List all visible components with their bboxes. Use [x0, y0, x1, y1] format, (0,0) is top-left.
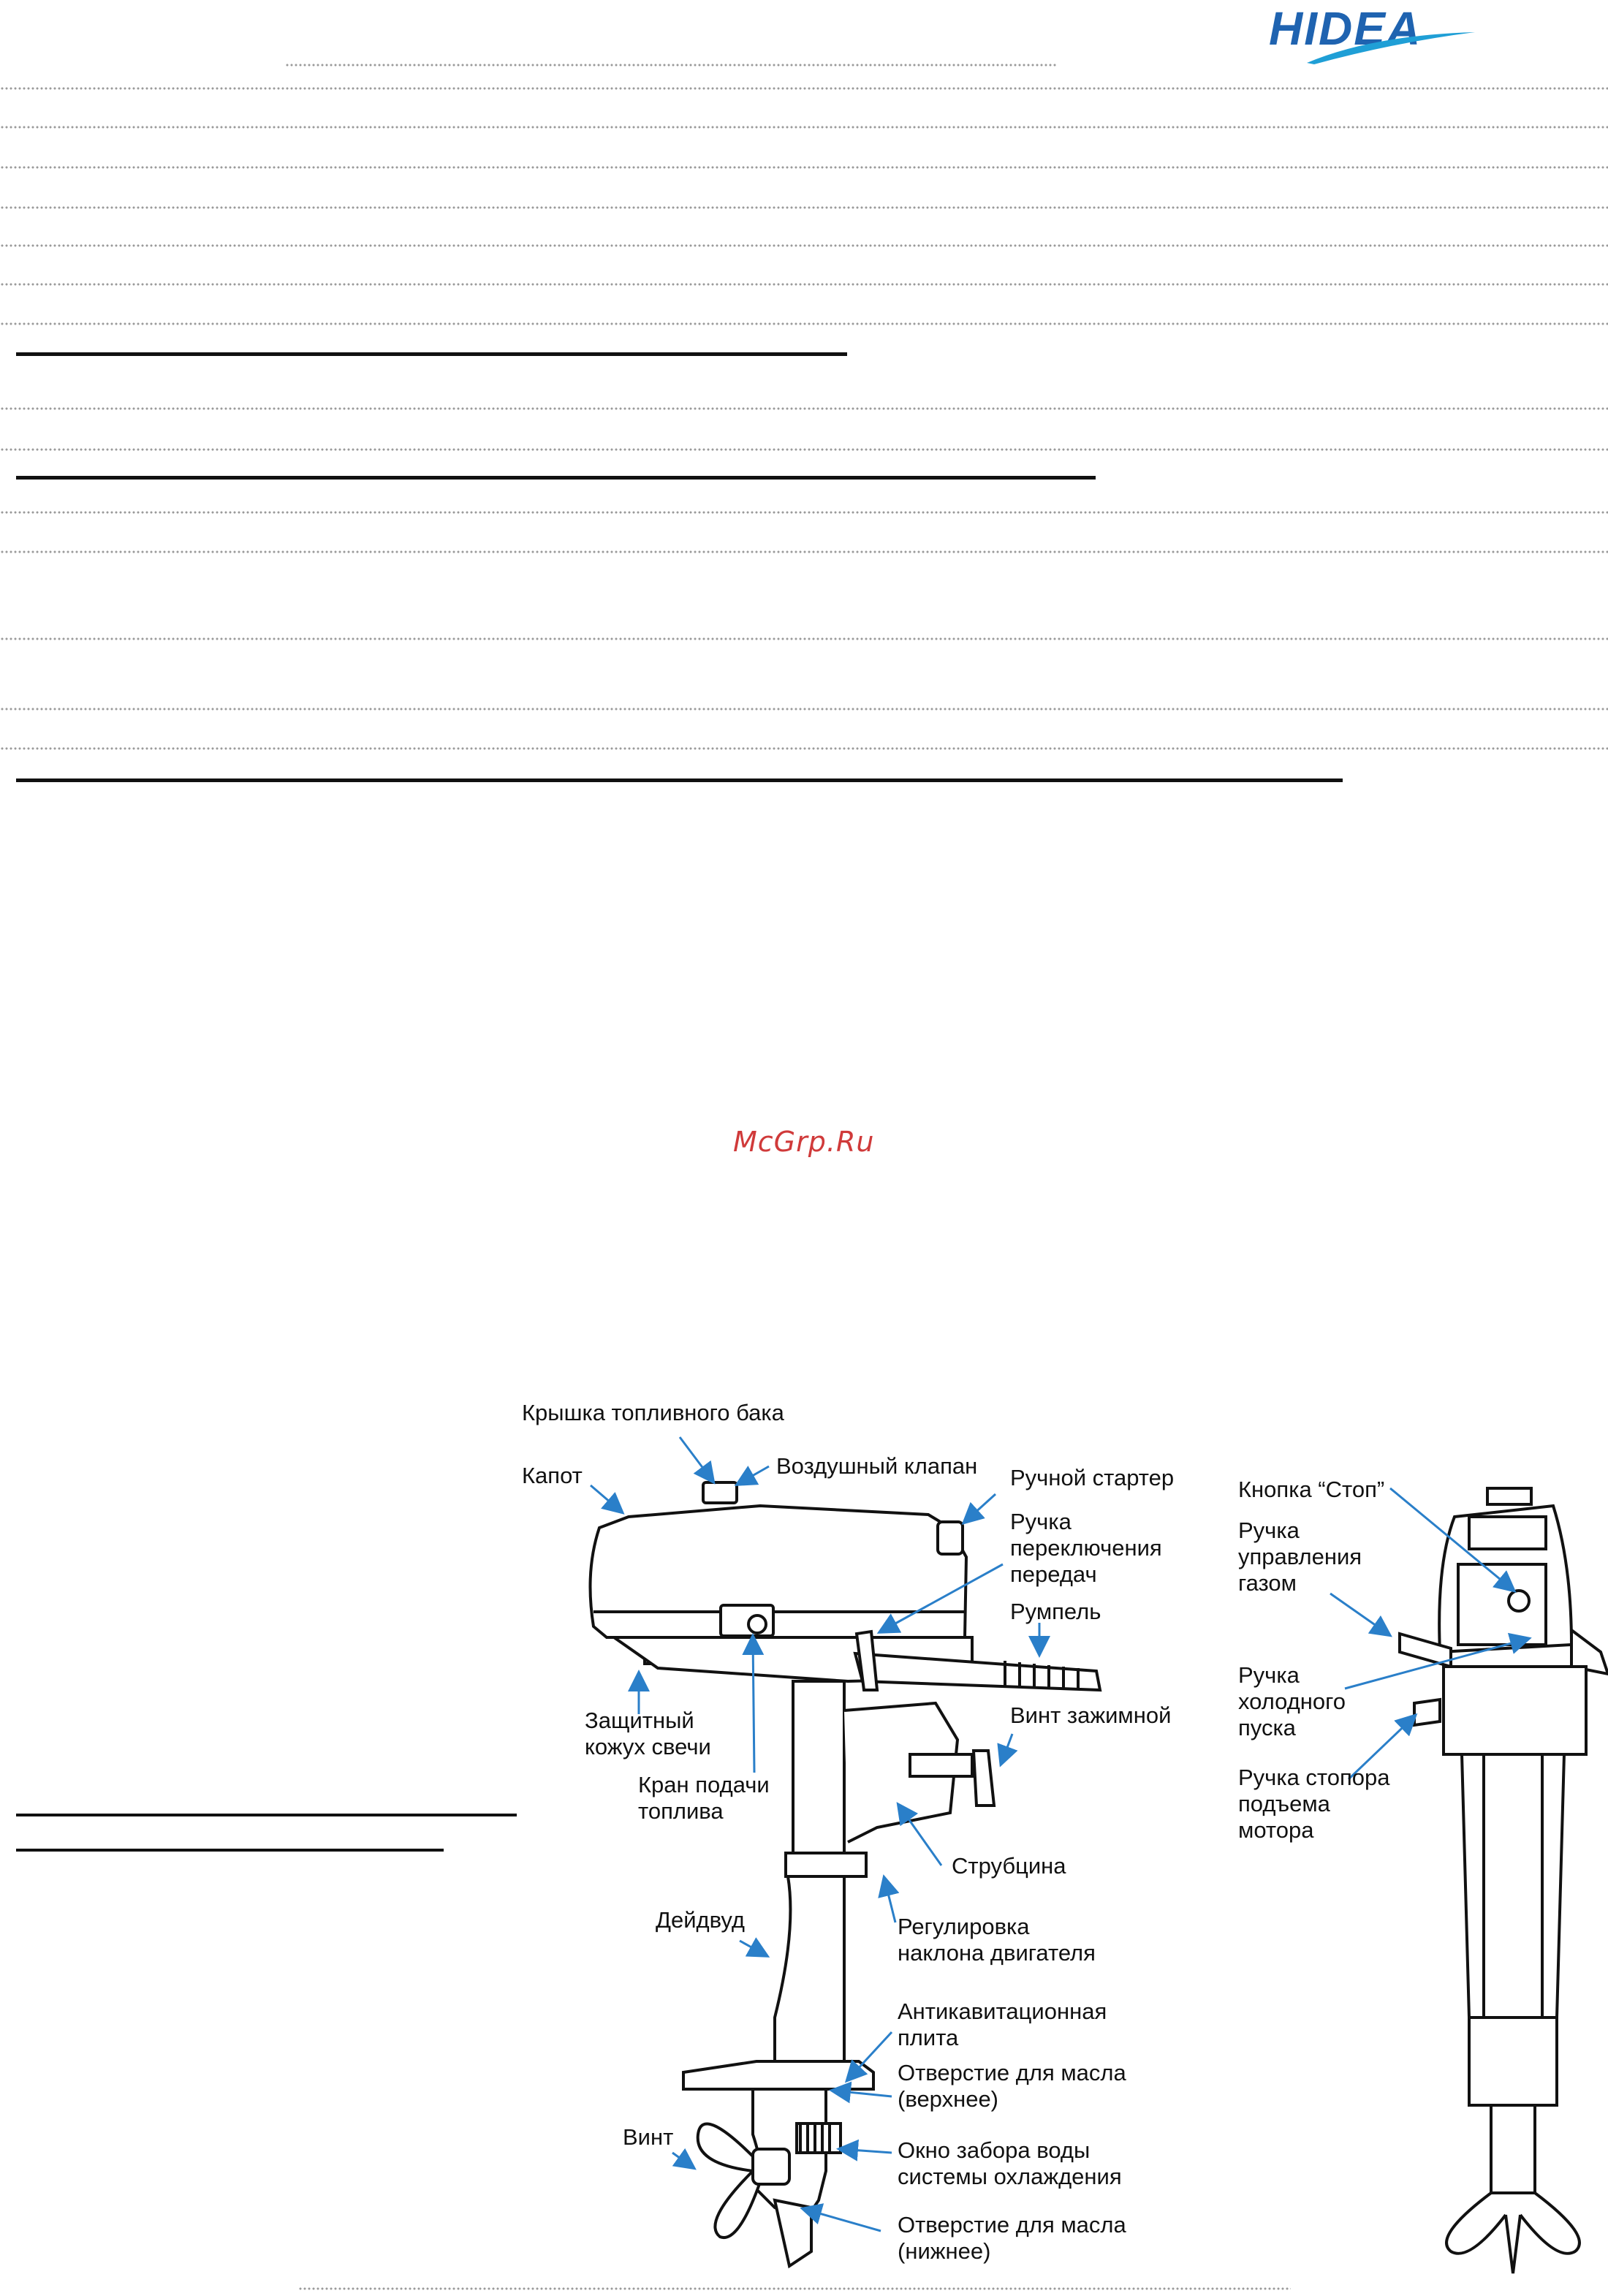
label-fuel-valve-2: топлива: [638, 1798, 724, 1824]
text-line: [0, 322, 1608, 326]
header-rule: [285, 63, 1056, 67]
text-line: [0, 165, 1608, 170]
text-line: [0, 86, 1608, 91]
label-tilt-lock-1: Ручка стопора: [1238, 1765, 1390, 1790]
label-throttle-2: управления: [1238, 1544, 1362, 1569]
label-water-intake-1: Окно забора воды: [898, 2137, 1091, 2163]
label-choke-3: пуска: [1238, 1715, 1296, 1740]
text-line: [0, 125, 1608, 129]
brand-logo: HIDEA: [1263, 2, 1482, 64]
label-tilt-adjust-2: наклона двигателя: [898, 1940, 1096, 1966]
underline: [16, 352, 847, 356]
label-stop-button: Кнопка “Стоп”: [1238, 1477, 1385, 1502]
underline: [16, 476, 1096, 480]
text-line: [0, 406, 1608, 411]
motor-front-view: [1398, 1487, 1608, 2274]
text-line: [0, 637, 1608, 641]
label-water-intake-2: системы охлаждения: [898, 2164, 1122, 2189]
text-line: [0, 707, 1608, 711]
text-line: [0, 205, 1608, 210]
label-oil-hole-top-2: (верхнее): [898, 2086, 999, 2112]
label-throttle-3: газом: [1238, 1570, 1297, 1596]
label-anti-cav-2: плита: [898, 2025, 959, 2050]
label-gear-lever-1: Ручка: [1010, 1509, 1072, 1534]
label-manual-starter: Ручной стартер: [1010, 1465, 1175, 1490]
underline: [16, 1849, 444, 1852]
label-choke-2: холодного: [1238, 1689, 1346, 1714]
label-air-valve: Воздушный клапан: [776, 1453, 978, 1479]
label-tilt-lock-3: мотора: [1238, 1817, 1314, 1843]
text-line: [0, 243, 1608, 248]
text-line: [0, 447, 1608, 452]
text-line: [0, 550, 1608, 554]
watermark: McGrp.Ru: [733, 1126, 875, 1158]
callout-arrows: [590, 1436, 1532, 2232]
underline: [16, 778, 1343, 782]
logo-swoosh: [1307, 32, 1475, 64]
label-gear-lever-2: переключения: [1010, 1535, 1162, 1561]
label-fuel-cap: Крышка топливного бака: [522, 1400, 784, 1425]
text-line: [0, 282, 1608, 287]
label-plug-cover-2: кожух свечи: [585, 1734, 711, 1759]
label-fuel-valve-1: Кран подачи: [638, 1772, 770, 1797]
label-choke-1: Ручка: [1238, 1662, 1300, 1688]
label-gear-lever-3: передач: [1010, 1561, 1097, 1587]
label-anti-cav-1: Антикавитационная: [898, 1998, 1107, 2024]
text-line: [0, 510, 1608, 515]
logo-text: HIDEA: [1269, 2, 1422, 55]
label-oil-hole-bottom-2: (нижнее): [898, 2238, 991, 2264]
motor-side-view: [588, 1481, 1102, 2269]
label-tilt-lock-2: подъема: [1238, 1791, 1330, 1816]
label-throttle-1: Ручка: [1238, 1518, 1300, 1543]
label-oil-hole-bottom-1: Отверстие для масла: [898, 2212, 1126, 2238]
label-shaft: Дейдвуд: [656, 1907, 745, 1933]
text-line: [0, 746, 1608, 751]
label-clamp: Струбцина: [952, 1853, 1066, 1879]
label-tiller: Румпель: [1010, 1599, 1101, 1624]
label-tilt-adjust-1: Регулировка: [898, 1914, 1030, 1939]
footer-rule: [298, 2286, 1291, 2290]
label-clamp-screw: Винт зажимной: [1010, 1702, 1172, 1728]
label-hood: Капот: [522, 1463, 583, 1488]
label-propeller: Винт: [623, 2124, 674, 2150]
label-oil-hole-top-1: Отверстие для масла: [898, 2060, 1126, 2085]
label-plug-cover-1: Защитный: [585, 1708, 694, 1733]
underline: [16, 1814, 517, 1816]
